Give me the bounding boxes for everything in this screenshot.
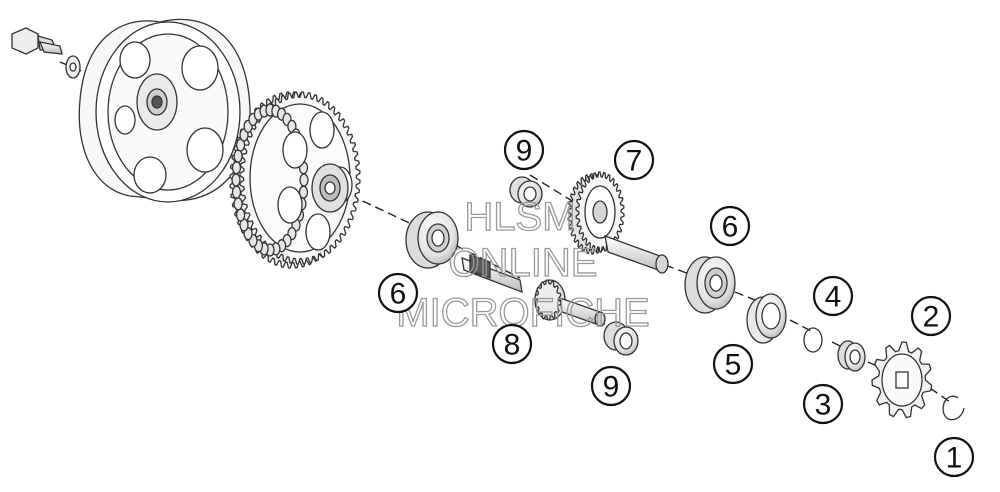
callout-3-label: 3 (815, 389, 832, 422)
sprocket-wheel (229, 91, 361, 269)
callout-6-right: 6 (709, 205, 751, 247)
spacer (837, 340, 866, 372)
bolt (11, 27, 63, 55)
wheel-hub (78, 18, 251, 203)
callout-4: 4 (812, 275, 854, 317)
callout-8-label: 8 (504, 329, 521, 362)
bearing-right (684, 256, 736, 314)
callout-5-label: 5 (725, 349, 742, 382)
watermark-line-2: ONLINE (449, 241, 598, 285)
callout-7-label: 7 (626, 145, 643, 178)
callout-1: 1 (933, 436, 975, 478)
needle-bearing-bottom (603, 321, 639, 356)
callout-6-left-label: 6 (390, 278, 407, 311)
callout-4-label: 4 (825, 281, 842, 314)
callout-5: 5 (712, 343, 754, 385)
watermark-line-1: HLSM (464, 195, 575, 239)
oil-seal (746, 293, 787, 344)
circlip (942, 395, 965, 421)
callout-7: 7 (613, 139, 655, 181)
callout-2: 2 (910, 295, 952, 337)
front-sprocket (871, 341, 933, 419)
intermediate-shaft (604, 234, 669, 274)
callout-9-bottom-label: 9 (603, 371, 620, 404)
intermediate-gear (567, 171, 625, 255)
callout-6-left: 6 (377, 272, 419, 314)
callout-6-right-label: 6 (722, 211, 739, 244)
callout-9-top: 9 (503, 129, 545, 171)
o-ring (803, 327, 823, 353)
callout-1-label: 1 (946, 442, 963, 475)
washer (65, 55, 81, 79)
pinion-shaft (461, 254, 606, 327)
callout-8: 8 (491, 323, 533, 365)
callout-9-top-label: 9 (516, 135, 533, 168)
needle-bearing-top (509, 176, 543, 208)
bearing-left (405, 211, 459, 269)
callout-3: 3 (802, 383, 844, 425)
callout-2-label: 2 (923, 301, 940, 334)
callout-9-bottom: 9 (590, 365, 632, 407)
